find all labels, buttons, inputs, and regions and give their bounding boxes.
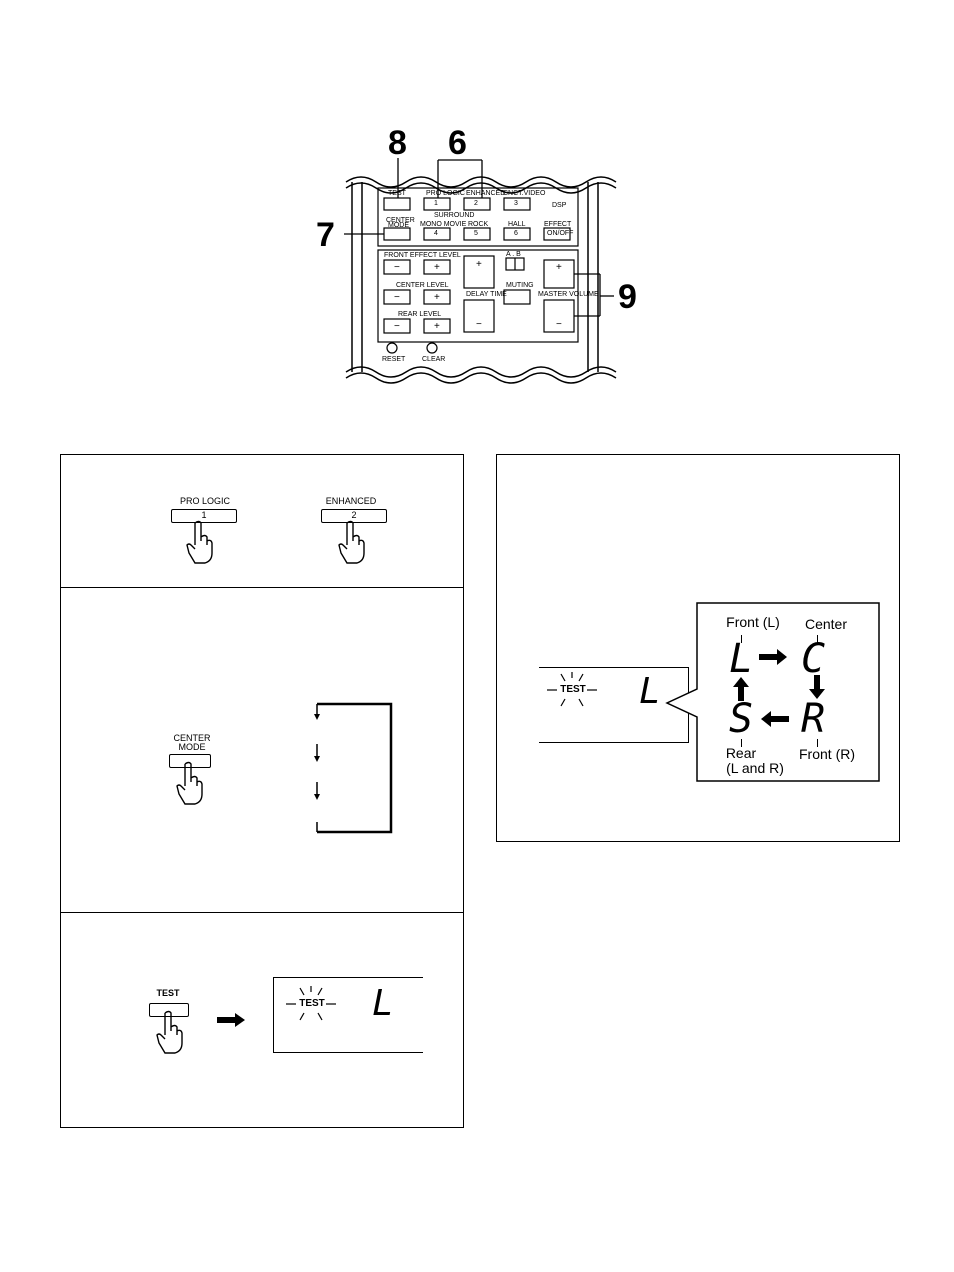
rear-label-line2: (L and R) [726,760,784,776]
ab-label: A . B [506,251,521,258]
delay-minus: − [476,319,482,330]
rear-level-label: REAR LEVEL [398,311,442,318]
muting-label: MUTING [506,282,534,289]
segment-l: L [729,636,754,682]
hall-label: HALL [508,221,526,228]
key-2: 2 [474,200,478,207]
cycle-loop-diagram [314,702,393,834]
delay-plus: + [476,259,482,270]
front-l-tick [741,635,742,643]
effect-label: EFFECT [544,221,572,228]
master-volume-label: MASTER VOLUME [538,291,599,298]
pro-logic-key-label: PRO LOGIC [426,190,465,197]
front-r-label: Front (R) [799,746,855,762]
front-r-tick [817,739,818,747]
step2-box: CENTER MODE [60,587,464,913]
center-mode-button-label-1: CENTER [173,733,211,743]
reset-label: RESET [382,356,406,363]
test-sequence-box: TEST L Front (L) Center L C S R Rear (L … [496,454,900,842]
on-off-label: ON/OFF [547,230,574,237]
key-5: 5 [474,230,478,237]
rear-label-line1: Rear [725,745,757,761]
cnct-video-key-label: CNCT.VIDEO [503,190,546,197]
arrow-up-icon [733,677,749,701]
center-mode-label-2: MODE [388,222,409,229]
pressing-hand-icon [186,520,213,564]
front-plus: + [434,262,440,273]
test-button-label: TEST [156,988,180,998]
rear-plus: + [434,321,440,332]
key-1: 1 [434,200,438,207]
center-tick [817,635,818,643]
clear-label: CLEAR [422,356,446,363]
volume-plus: + [556,262,562,273]
pro-logic-button-label: PRO LOGIC [179,496,230,506]
enhanced-button-label: ENHANCED [325,496,377,506]
pressing-hand-icon [176,761,203,805]
pro-logic-button[interactable]: 1 [171,509,237,523]
center-level-label: CENTER LEVEL [396,282,449,289]
center-mode-button[interactable] [169,754,211,768]
key-3: 3 [514,200,518,207]
test-button[interactable] [149,1003,189,1017]
remote-panel-illustration: TEST PRO LOGIC ENHANCED CNCT.VIDEO SURRO… [316,120,646,384]
front-minus: − [394,262,400,273]
rear-minus: − [394,321,400,332]
dsp-label: DSP [552,202,567,209]
segment-c: C [801,636,826,682]
key-6: 6 [514,230,518,237]
display-channel-char: L [372,983,394,1024]
center-mode-label-1: CENTER [386,217,415,224]
sequence-display-test-text: TEST [560,684,586,695]
blink-rays-icon [547,672,597,707]
enhanced-button[interactable]: 2 [321,509,387,523]
segment-r: R [801,696,826,742]
surround-label: SURROUND [434,212,475,219]
mono-movie-label: MONO MOVIE [420,221,467,228]
callout-8: 8 [388,124,407,162]
sequence-callout-bubble [665,602,880,782]
test-key-label: TEST [388,190,406,197]
blink-rays-icon [286,986,336,1021]
arrow-down-icon [809,675,825,699]
volume-minus: − [556,319,562,330]
callout-9: 9 [618,278,637,316]
delay-time-label: DELAY TIME [466,291,507,298]
key-4: 4 [434,230,438,237]
segment-s: S [729,696,754,742]
pressing-hand-icon [156,1010,183,1054]
remote-panel-drawing [344,158,617,384]
pressing-hand-icon [338,520,365,564]
callout-6: 6 [448,124,467,162]
step1-box: PRO LOGIC 1 ENHANCED 2 [60,454,464,588]
callout-7: 7 [316,216,335,254]
front-effect-level-label: FRONT EFFECT LEVEL [384,252,461,259]
rear-tick [741,739,742,747]
display-test-text: TEST [299,998,325,1009]
test-display-panel: TEST L [273,977,423,1053]
front-l-label: Front (L) [726,614,780,630]
center-mode-button-label-2: MODE [178,742,206,752]
center-label: Center [804,616,848,632]
rock-label: ROCK [468,221,489,228]
enhanced-key-label: ENHANCED [466,190,506,197]
right-arrow-icon [217,1013,245,1027]
arrow-left-icon [761,711,789,727]
center-minus: − [394,292,400,303]
step3-box: TEST TEST L [60,912,464,1128]
arrow-right-icon [759,649,787,665]
center-plus: + [434,292,440,303]
sequence-display-char: L [639,671,661,712]
